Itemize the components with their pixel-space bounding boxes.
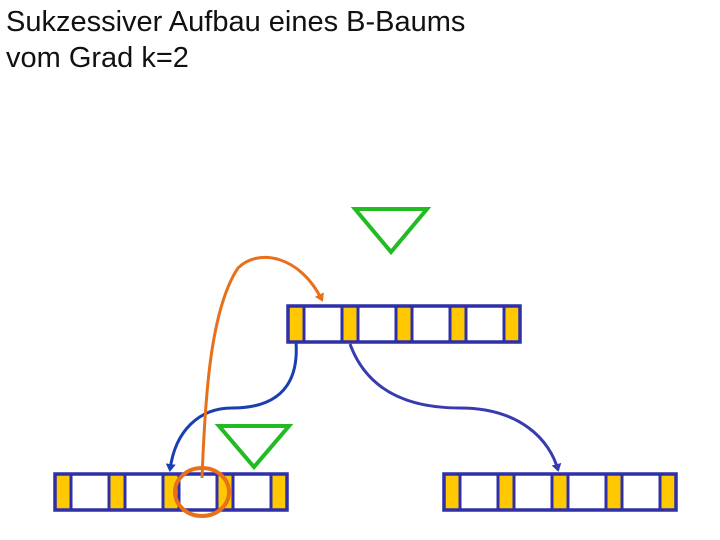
insert-marker-bottom-icon <box>214 424 294 471</box>
root-node <box>286 304 522 344</box>
pointer-slot <box>448 304 468 344</box>
key-slot <box>464 304 506 344</box>
key-slot <box>123 472 165 512</box>
pointer-slot <box>442 472 462 512</box>
node-outline <box>53 472 289 512</box>
slide-title: Sukzessiver Aufbau eines B-Baums vom Gra… <box>6 4 465 76</box>
left-child-node <box>53 472 289 512</box>
pointer-slot <box>53 472 73 512</box>
node-outline <box>442 472 678 512</box>
key-slot <box>410 304 452 344</box>
right-child-node <box>442 472 678 512</box>
edge-root-to-right <box>348 343 562 472</box>
edge-root-to-left <box>165 341 298 472</box>
title-line-1: Sukzessiver Aufbau eines B-Baums <box>6 6 466 38</box>
pointer-slot <box>550 472 570 512</box>
key-slot <box>512 472 554 512</box>
pointer-slot <box>604 472 624 512</box>
pointer-slot <box>107 472 127 512</box>
pointer-slot <box>269 472 289 512</box>
pointer-slot <box>502 304 522 344</box>
pointer-slot <box>496 472 516 512</box>
promoted-key-highlight <box>173 466 231 518</box>
node-outline <box>286 304 522 344</box>
key-slot <box>620 472 662 512</box>
insert-marker-top-icon <box>350 207 432 256</box>
key-slot <box>177 472 219 512</box>
key-slot <box>302 304 344 344</box>
pointer-slot <box>658 472 678 512</box>
key-slot <box>566 472 608 512</box>
key-slot <box>458 472 500 512</box>
key-slot <box>231 472 273 512</box>
pointer-slot <box>394 304 414 344</box>
edge-promote-to-root <box>200 255 324 479</box>
pointer-slot <box>286 304 306 344</box>
key-slot <box>356 304 398 344</box>
pointer-slot <box>340 304 360 344</box>
key-slot <box>69 472 111 512</box>
title-line-2: vom Grad k=2 <box>6 42 189 74</box>
